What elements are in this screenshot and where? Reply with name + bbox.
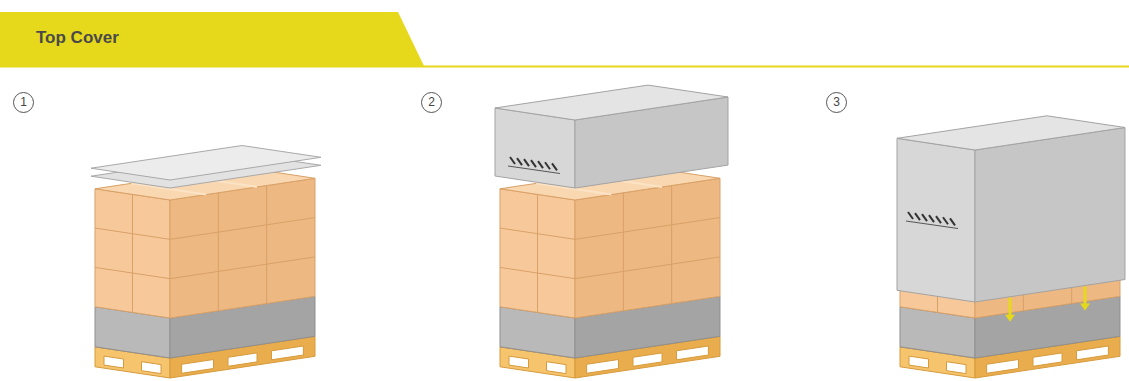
carton-stack-left: [95, 189, 170, 318]
pallet-opening: [142, 362, 162, 374]
logo-mark: [915, 213, 920, 220]
top-cover-top: [495, 85, 728, 120]
logo-mark: [936, 216, 941, 223]
pallet-opening: [228, 353, 257, 366]
logo-mark: [552, 163, 557, 170]
logo-mark: [950, 218, 955, 225]
carton-seam: [132, 194, 133, 312]
top-cover-left: [495, 108, 575, 188]
top-cover-left: [897, 138, 975, 302]
pallet-opening: [1033, 353, 1062, 366]
carton-seam: [170, 257, 315, 279]
carton-seam: [266, 186, 267, 304]
pallet-opening: [947, 362, 967, 374]
carton-seam: [623, 193, 624, 311]
header-rule: [0, 66, 1129, 68]
carton-seam: [537, 194, 538, 312]
pallet-opening: [909, 356, 929, 368]
top-cover-right: [975, 128, 1125, 303]
title-tab: [0, 12, 424, 66]
logo-mark: [545, 162, 550, 169]
carton-seam: [218, 193, 219, 311]
pallet-opening: [633, 353, 662, 366]
step-1-figure: [91, 146, 321, 379]
pallet-opening: [547, 362, 567, 374]
pallet-opening: [587, 360, 619, 374]
carton-seam: [671, 186, 672, 304]
callout-number: 2: [421, 92, 442, 113]
section-title: Top Cover: [36, 28, 119, 48]
logo-mark: [508, 166, 560, 174]
logo-mark: [943, 217, 948, 224]
pallet-opening: [509, 356, 529, 368]
step-2-figure: [495, 85, 728, 378]
pallet-opening: [1077, 346, 1109, 360]
push-arrow-head: [1005, 315, 1015, 322]
pallet-opening: [987, 360, 1019, 374]
logo-mark: [538, 161, 543, 168]
logo-mark: [510, 157, 515, 164]
pallet-opening: [677, 346, 709, 360]
logo-mark: [908, 212, 913, 219]
carton-seam: [575, 257, 720, 279]
pallet-opening: [104, 356, 124, 368]
pallet-opening: [272, 346, 304, 360]
push-arrow: [1009, 298, 1012, 317]
logo-mark: [531, 160, 536, 167]
cover-logo: [906, 212, 958, 229]
top-cover-top: [897, 116, 1125, 150]
callout-number: 1: [13, 92, 34, 113]
logo-mark: [517, 158, 522, 165]
header: [0, 12, 1129, 67]
logo-mark: [906, 221, 958, 229]
push-arrow-head: [1080, 304, 1090, 311]
top-sheet: [91, 146, 321, 181]
carton-seam: [170, 218, 315, 240]
pallet-opening: [182, 360, 214, 374]
carton-stack-right: [170, 178, 315, 318]
step-3-figure: [897, 116, 1125, 378]
carton-stack-left: [500, 189, 575, 318]
carton-stack-right: [575, 178, 720, 318]
cover-logo: [508, 157, 560, 174]
callout-number: 3: [826, 92, 847, 113]
logo-mark: [524, 159, 529, 166]
logo-mark: [929, 215, 934, 222]
logo-mark: [922, 214, 927, 221]
push-arrow: [1084, 287, 1087, 306]
carton-seam: [575, 218, 720, 240]
